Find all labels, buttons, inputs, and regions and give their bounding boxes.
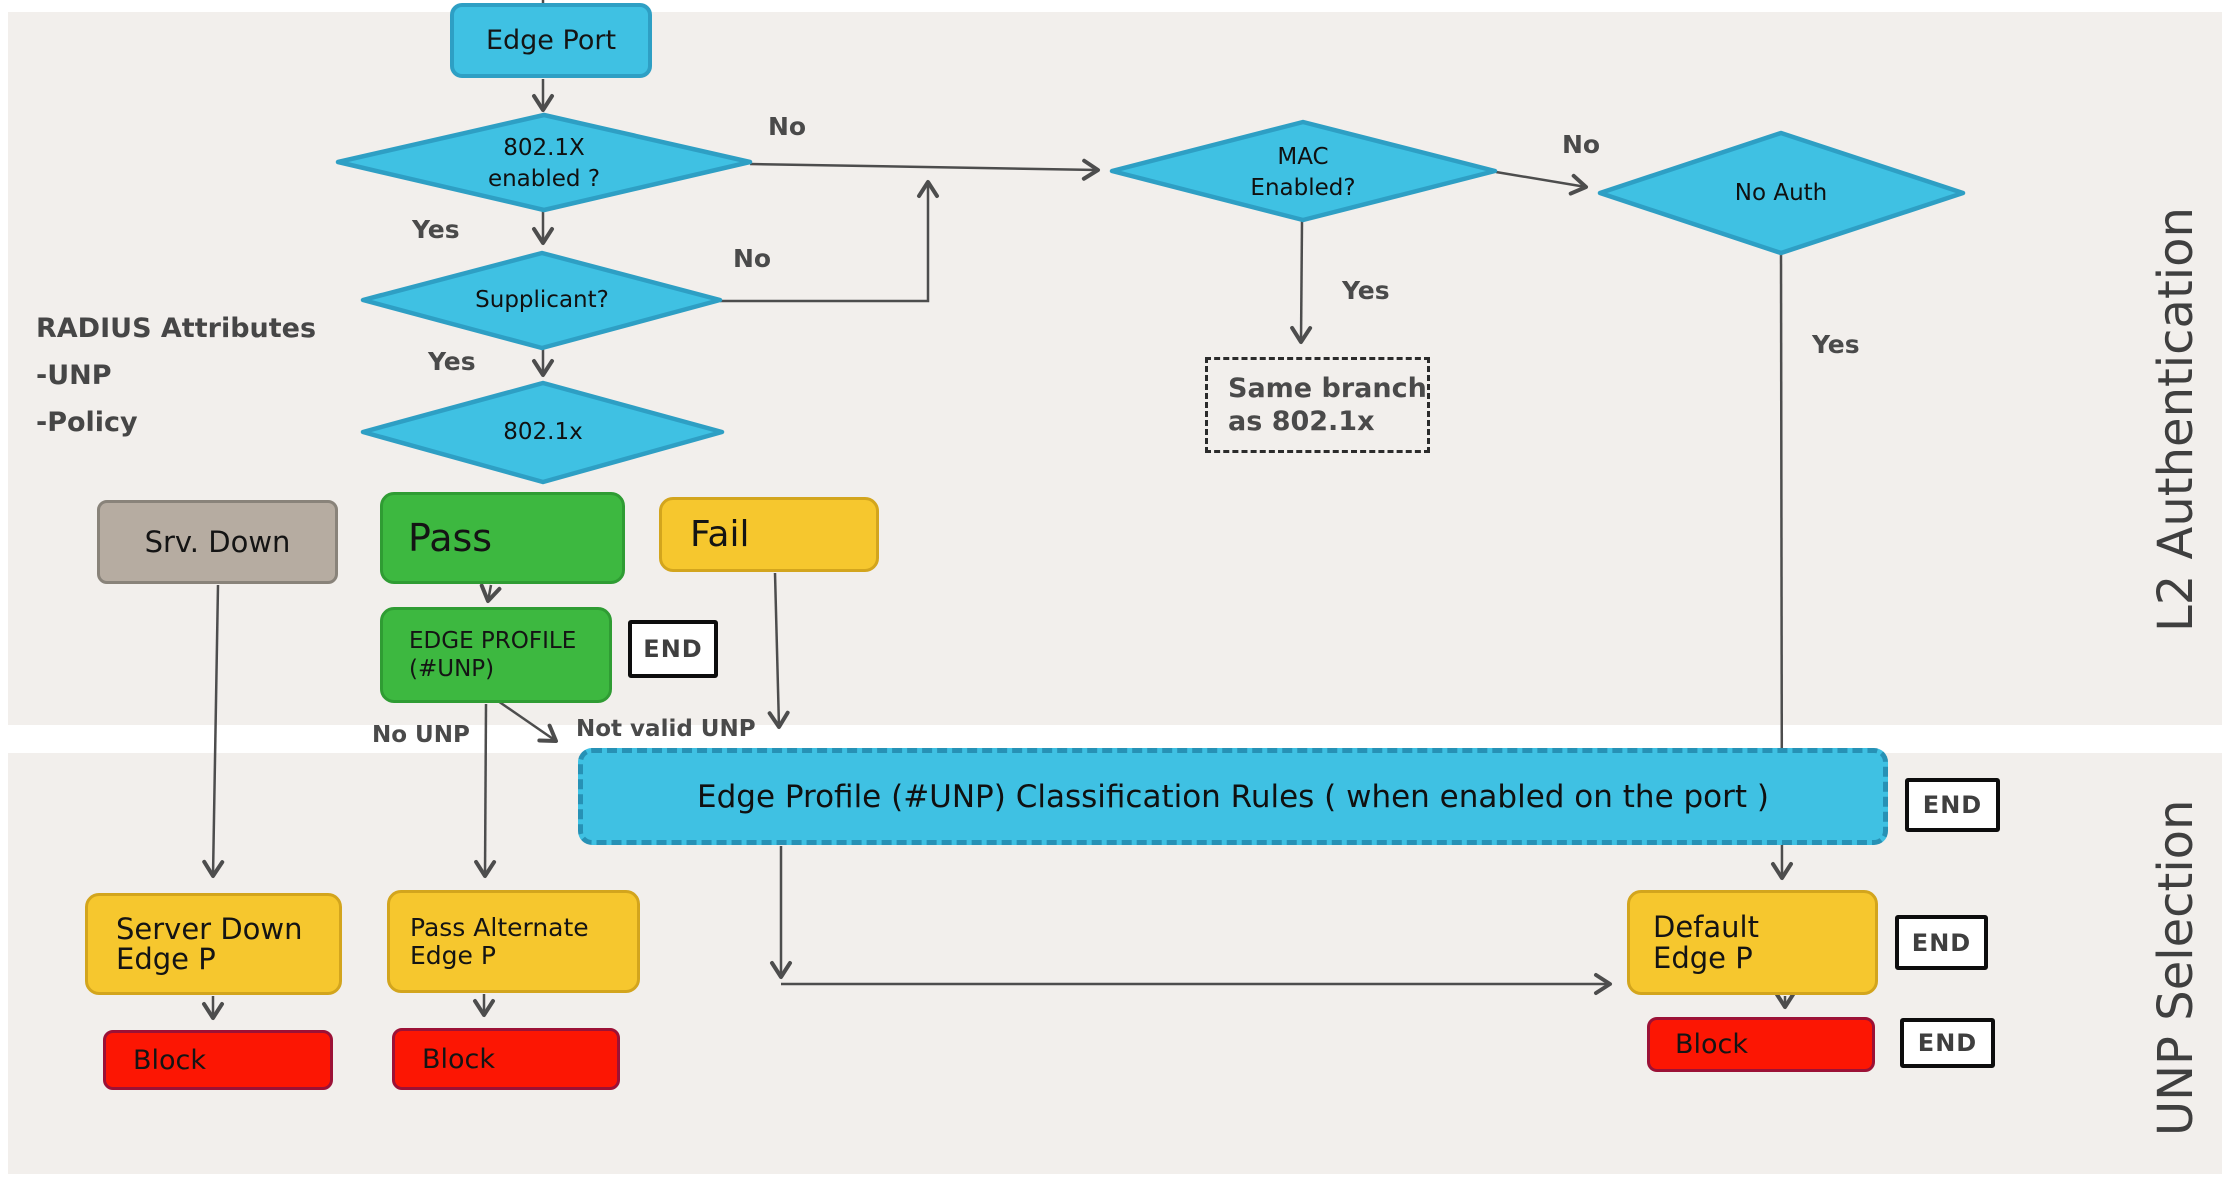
node-srv-down: Srv. Down	[97, 500, 338, 584]
node-same-branch: Same branch as 802.1x	[1205, 357, 1430, 453]
section-label-l2-authentication: L2 Authentication	[2148, 207, 2204, 633]
edge-label-no-unp: No UNP	[372, 722, 470, 748]
diamond-8021x-enabled-line1: 802.1X	[503, 135, 585, 161]
radius-note-line1: RADIUS Attributes	[36, 313, 317, 344]
node-edge-profile: EDGE PROFILE (#UNP)	[380, 607, 612, 703]
connector-not-valid-unp	[497, 699, 558, 743]
diamond-8021x-enabled-line2: enabled ?	[487, 166, 601, 192]
edge-label-not-valid-unp: Not valid UNP	[576, 716, 756, 742]
end-box-4-label: END	[1917, 1029, 1978, 1057]
node-server-down-edge-p: Server Down Edge P	[85, 893, 342, 995]
diamond-no-auth	[1597, 130, 1966, 256]
connector-mac-no	[1495, 170, 1588, 196]
node-same-branch-line2: as 802.1x	[1228, 406, 1375, 437]
diamond-8021x-enabled-text: 802.1X enabled ?	[394, 133, 694, 195]
connector-pass-to-edgeprofile	[479, 583, 502, 603]
node-default-edge-p-line1: Default	[1653, 909, 1759, 944]
edge-label-8021x-yes: Yes	[412, 215, 460, 244]
diamond-mac-line1: MAC	[1277, 144, 1329, 170]
connector-mac-yes	[1290, 220, 1313, 344]
connector-8021x-no	[749, 158, 1100, 181]
connector-srvdown-to-serverdown	[202, 584, 225, 878]
end-box-2: END	[1905, 778, 2000, 832]
diamond-mac-line2: Enabled?	[1250, 175, 1356, 201]
node-server-down-edge-p-line2: Edge P	[116, 942, 216, 976]
node-block-1: Block	[103, 1030, 333, 1090]
node-same-branch-line1: Same branch	[1228, 373, 1427, 404]
diamond-8021x-auth-text: 802.1x	[503, 419, 583, 445]
node-classification-rules-label: Edge Profile (#UNP) Classification Rules…	[697, 778, 1769, 815]
node-pass-label: Pass	[408, 516, 493, 560]
node-block-1-label: Block	[133, 1044, 207, 1076]
node-srv-down-label: Srv. Down	[144, 525, 291, 559]
connector-no-unp	[474, 703, 497, 878]
node-pass-alternate-edge-p: Pass Alternate Edge P	[387, 890, 640, 993]
end-box-4: END	[1900, 1018, 1995, 1068]
radius-note-line3: -Policy	[36, 407, 138, 438]
end-box-2-label: END	[1922, 791, 1983, 819]
node-block-3-label: Block	[1675, 1029, 1749, 1060]
edge-label-supplicant-no: No	[733, 244, 772, 273]
node-default-edge-p: Default Edge P	[1627, 890, 1878, 995]
diamond-8021x-enabled	[335, 112, 753, 213]
node-default-edge-p-line2: Edge P	[1653, 940, 1753, 975]
node-classification-rules: Edge Profile (#UNP) Classification Rules…	[578, 748, 1888, 845]
connector-fail-to-classification	[767, 572, 790, 729]
band-l2-authentication	[8, 12, 2222, 725]
node-fail: Fail	[659, 497, 879, 572]
edge-label-8021x-no: No	[768, 112, 807, 141]
decision-diamonds	[335, 112, 1966, 485]
diamond-8021x-auth	[360, 380, 725, 485]
edge-label-mac-yes: Yes	[1342, 276, 1390, 305]
node-edge-port: Edge Port	[450, 3, 652, 78]
node-pass-alternate-edge-p-line2: Edge P	[410, 940, 496, 970]
diamond-no-auth-text: No Auth	[1734, 180, 1828, 206]
connector-supplicant-no	[720, 180, 939, 303]
section-label-unp-selection: UNP Selection	[2148, 799, 2204, 1137]
node-pass: Pass	[380, 492, 625, 584]
diamond-mac-enabled-text: MAC Enabled?	[1153, 142, 1453, 204]
node-edge-port-label: Edge Port	[485, 25, 617, 56]
node-block-2: Block	[392, 1028, 620, 1090]
diamond-mac-enabled	[1109, 119, 1498, 223]
edge-label-supplicant-yes: Yes	[428, 347, 476, 376]
diamond-supplicant	[360, 250, 723, 351]
edge-label-noauth-yes: Yes	[1812, 330, 1860, 359]
node-fail-label: Fail	[690, 514, 750, 555]
end-box-3-label: END	[1911, 928, 1972, 957]
end-box-1-label: END	[643, 635, 703, 663]
end-box-3: END	[1895, 915, 1988, 970]
connectors	[202, 0, 1796, 1020]
diamond-supplicant-text: Supplicant?	[475, 287, 609, 313]
node-edge-profile-line1: EDGE PROFILE	[409, 628, 577, 654]
node-block-2-label: Block	[422, 1043, 496, 1075]
node-pass-alternate-edge-p-line1: Pass Alternate	[410, 912, 589, 942]
node-edge-profile-line2: (#UNP)	[409, 656, 495, 682]
node-server-down-edge-p-line1: Server Down	[116, 912, 303, 946]
end-box-1: END	[628, 620, 718, 678]
radius-attributes-note: RADIUS Attributes -UNP -Policy	[36, 305, 316, 446]
node-block-3: Block	[1647, 1017, 1875, 1072]
edge-label-mac-no: No	[1562, 130, 1601, 159]
radius-note-line2: -UNP	[36, 360, 112, 391]
